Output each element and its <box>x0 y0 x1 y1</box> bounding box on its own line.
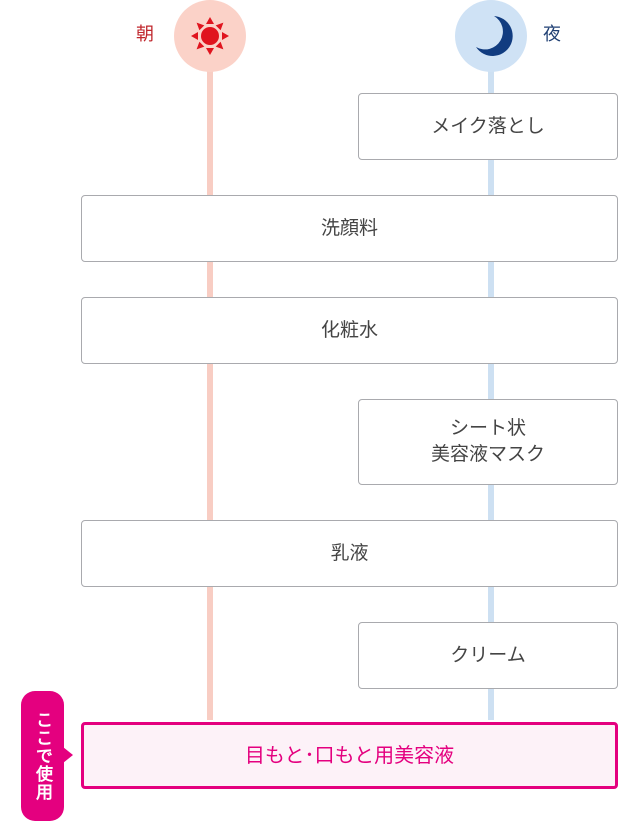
step-sheet-mask: シート状 美容液マスク <box>358 399 618 485</box>
morning-circle <box>174 0 246 72</box>
step-face-wash-label: 洗顔料 <box>320 216 378 239</box>
step-cream-label: クリーム <box>450 643 526 666</box>
night-label: 夜 <box>543 24 561 45</box>
step-sheet-mask-line2: 美容液マスク <box>430 443 545 465</box>
step-face-wash: 洗顔料 <box>81 195 618 262</box>
night-timeline <box>488 50 494 720</box>
step-lotion-label: 化粧水 <box>320 318 378 341</box>
morning-timeline <box>207 50 213 720</box>
step-milk: 乳液 <box>81 520 618 587</box>
sun-icon <box>191 17 229 55</box>
badge-pointer-icon <box>63 747 73 763</box>
step-makeup-remover: メイク落とし <box>358 93 618 160</box>
step-lotion: 化粧水 <box>81 297 618 364</box>
moon-icon <box>476 16 513 56</box>
step-makeup-remover-label: メイク落とし <box>431 114 545 137</box>
step-eye-mouth-serum-label: 目もと･口もと用美容液 <box>244 743 455 767</box>
use-here-badge: ここで使用 <box>21 691 64 821</box>
step-cream: クリーム <box>358 622 618 689</box>
use-here-badge-label: ここで使用 <box>32 711 52 801</box>
night-circle <box>455 0 527 72</box>
step-milk-label: 乳液 <box>330 541 369 564</box>
step-sheet-mask-line1: シート状 <box>449 417 526 440</box>
step-eye-mouth-serum: 目もと･口もと用美容液 <box>81 722 618 789</box>
morning-label: 朝 <box>136 24 154 45</box>
